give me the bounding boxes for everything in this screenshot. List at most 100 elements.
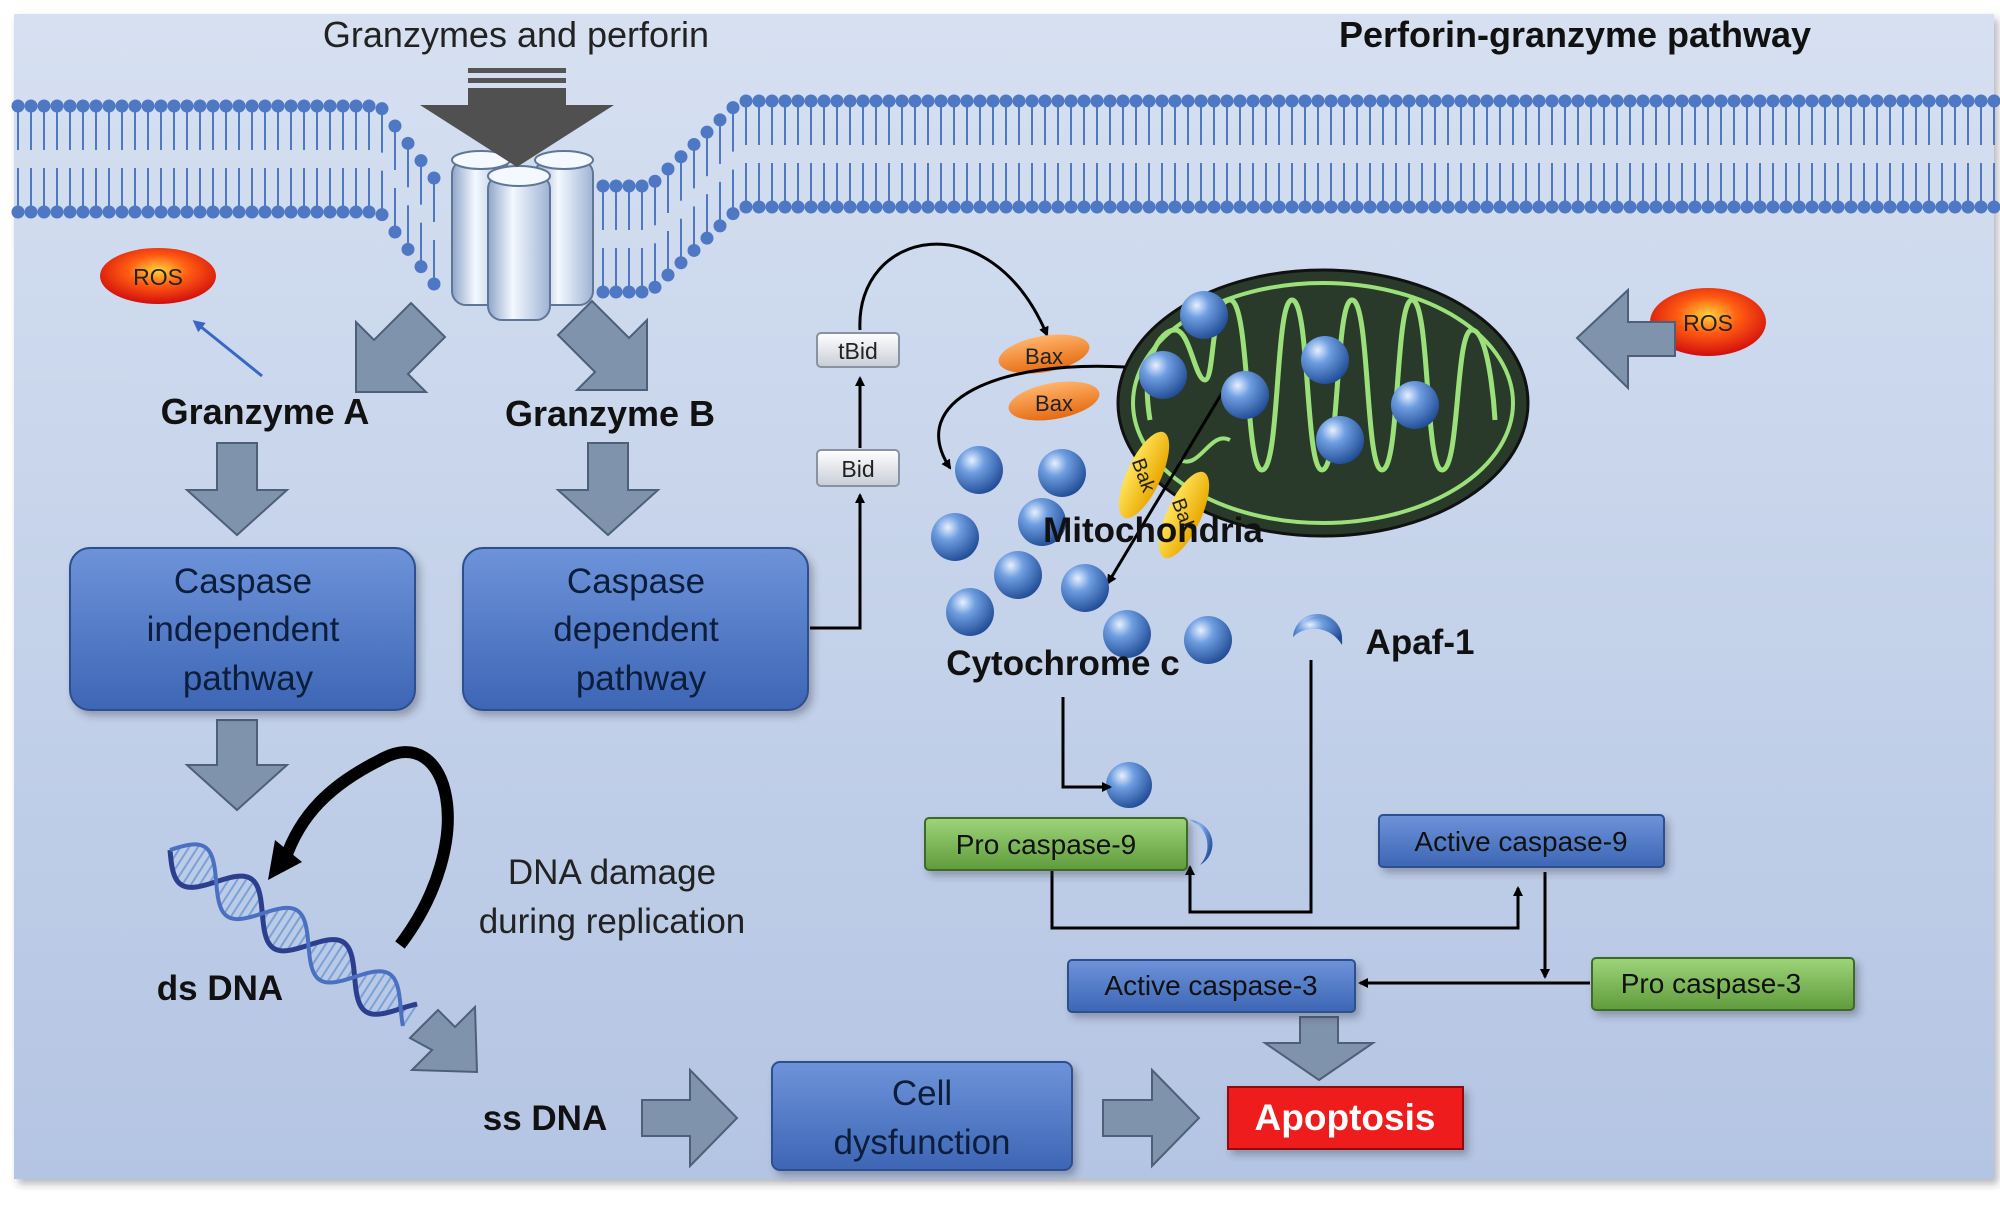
dna-damage-arrowhead	[268, 840, 302, 880]
granzyme-a-label: Granzyme A	[161, 391, 370, 432]
dna-double-helix	[167, 842, 418, 1027]
caspase-dependent-line3: pathway	[576, 659, 707, 698]
apaf1-shape	[1293, 616, 1343, 645]
dna-rung	[188, 853, 212, 888]
active-caspase-9-label: Active caspase-9	[1414, 826, 1627, 857]
cytochrome-c-ball	[1221, 371, 1269, 419]
cell-dysfunction-line1: Cell	[892, 1074, 952, 1113]
caspase-dependent-line2: dependent	[553, 610, 719, 649]
tbid-label: tBid	[838, 338, 878, 364]
apoptosis-box: Apoptosis	[1227, 1086, 1464, 1150]
pro-caspase-9-box: Pro caspase-9	[924, 817, 1188, 871]
caspase-dependent-box: Caspase dependent pathway	[462, 547, 809, 711]
dna-rung	[313, 939, 339, 976]
arrow-ros-to-mito	[1575, 287, 1676, 391]
ros-left-label: ROS	[133, 264, 183, 290]
bax-protein-2: Bax	[1008, 381, 1100, 421]
dna-rung	[357, 970, 379, 1002]
dna-rung	[237, 887, 259, 920]
apoptosis-label: Apoptosis	[1255, 1097, 1436, 1138]
apaf1-to-procaspase9-arrow	[1185, 660, 1313, 914]
dna-rung	[319, 942, 345, 981]
arrow-caspase3-to-apoptosis	[1261, 1016, 1377, 1082]
cytochrome-c-ball	[1106, 762, 1152, 808]
arrow-independent-down	[184, 719, 290, 812]
ros-left: ROS	[100, 248, 216, 304]
caspase-dependent-line1: Caspase	[567, 562, 705, 601]
dna-rung	[286, 922, 306, 952]
cytochrome-c-ball	[946, 588, 994, 636]
granzyme-b-label: Granzyme B	[505, 393, 715, 434]
dna-damage-curve-arrow	[279, 746, 454, 949]
arrow-cell-to-apoptosis	[1102, 1067, 1201, 1169]
dna-rung	[335, 956, 353, 983]
dna-rung	[229, 880, 255, 919]
cytochrome-c-ball	[1301, 336, 1349, 384]
cell-membrane	[11, 94, 2000, 299]
dna-rung	[197, 862, 215, 888]
cytochrome-c-ball	[1018, 498, 1066, 546]
dna-rung	[271, 909, 297, 948]
cell-dysfunction-box: Cell dysfunction	[771, 1061, 1073, 1171]
ros-right: ROS	[1650, 288, 1766, 356]
cytochrome-c-label: Cytochrome c	[946, 644, 1179, 683]
bax2-label: Bax	[1035, 391, 1073, 416]
mitochondria-label: Mitochondria	[1043, 511, 1263, 550]
caspase-independent-line3: pathway	[183, 659, 314, 698]
dna-rung	[374, 982, 398, 1015]
pro-caspase-3-box: Pro caspase-3	[1591, 957, 1855, 1011]
caspase-independent-line2: independent	[147, 610, 340, 649]
cytochrome-c-ball	[1103, 610, 1151, 658]
arrow-dsdna-to-ssdna	[408, 1004, 479, 1074]
dependent-to-bid-arrow	[810, 493, 865, 630]
cytochrome-c-molecules	[931, 291, 1439, 865]
dna-rung	[266, 907, 290, 942]
dna-damage-line1: DNA damage	[508, 853, 716, 892]
apaf1-bound-shape	[1190, 820, 1213, 865]
perforin-pore	[451, 150, 594, 321]
active-caspase-9-box: Active caspase-9	[1378, 814, 1665, 868]
ds-dna-label: ds DNA	[157, 969, 283, 1008]
apaf1-label: Apaf-1	[1366, 623, 1475, 662]
dna-rung	[175, 844, 201, 881]
bak-protein-1: Bak	[1118, 431, 1170, 519]
tbid-tag: tBid	[816, 332, 900, 368]
dna-rung	[172, 844, 192, 873]
bak-protein-2: Bak	[1158, 471, 1210, 559]
dna-rung	[263, 908, 281, 933]
cytochrome-c-ball	[1391, 381, 1439, 429]
active-caspase-3-label: Active caspase-3	[1104, 970, 1317, 1001]
cytochrome-c-ball	[931, 513, 979, 561]
dna-rung	[326, 948, 350, 983]
dna-rung	[361, 971, 387, 1009]
dna-rung	[277, 914, 303, 951]
dna-rung	[181, 847, 207, 886]
ros-right-label: ROS	[1683, 310, 1733, 336]
cytochrome-c-ball	[1061, 564, 1109, 612]
dna-rung	[217, 877, 231, 898]
cytochrome-c-ball	[1184, 616, 1232, 664]
caspase-independent-box: Caspase independent pathway	[69, 547, 416, 711]
cytochrome-c-ball	[994, 551, 1042, 599]
dna-damage-line2: during replication	[479, 902, 746, 941]
dna-rung	[402, 1003, 418, 1027]
arrow-a-down	[184, 442, 290, 537]
ss-dna-label: ss DNA	[483, 1099, 607, 1138]
dna-rung	[367, 975, 393, 1014]
procaspase9-to-active-arrow	[1050, 867, 1523, 930]
dna-rung	[223, 876, 249, 915]
arrow-b-down	[555, 442, 661, 537]
dna-strand-1	[167, 849, 418, 1017]
bax-protein-1: Bax	[998, 334, 1090, 374]
dna-rung	[246, 897, 262, 919]
dna-strand-2	[169, 842, 405, 1027]
cytochrome-c-ball	[1139, 351, 1187, 399]
bid-tag: Bid	[816, 449, 900, 487]
dna-rung	[219, 875, 241, 907]
dna-rung	[310, 939, 330, 967]
arrow-to-granzyme-a	[355, 301, 447, 393]
cytochrome-to-procaspase9-arrow	[1061, 697, 1112, 792]
cytochrome-c-ball	[1316, 416, 1364, 464]
